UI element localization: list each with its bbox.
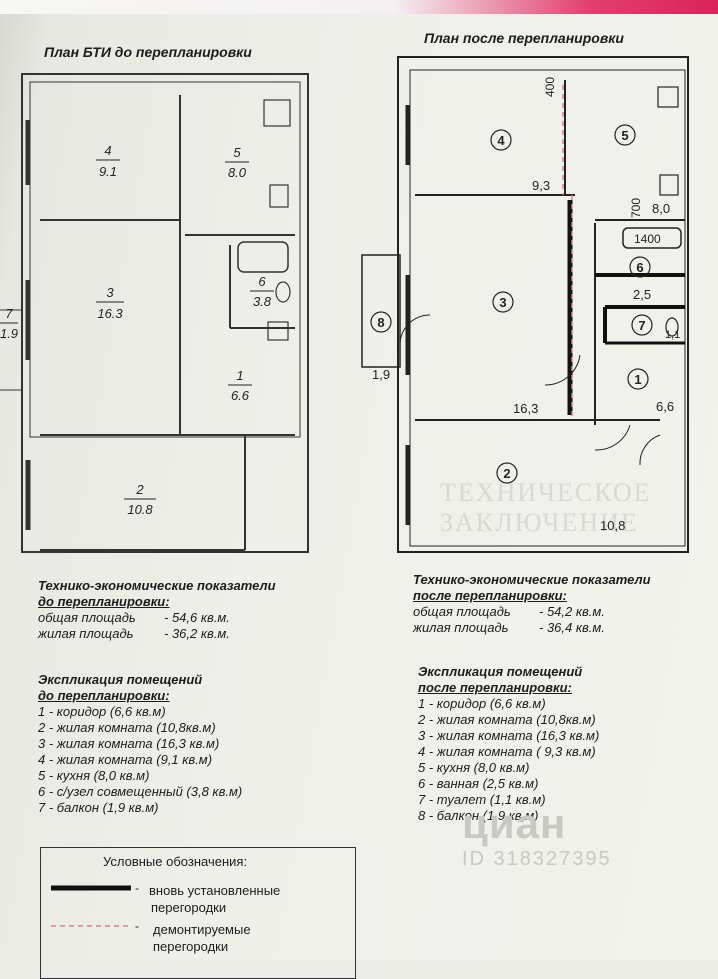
room-before-6-area: 3.8 xyxy=(253,294,272,309)
indicators-before-subheading: до перепланировки: xyxy=(38,594,170,609)
plan-after-title: План после перепланировки xyxy=(424,30,624,46)
room-before-7-num: 7 xyxy=(5,306,13,321)
list-item: 2 - жилая комната (10,8кв.м) xyxy=(418,712,596,727)
indicators-after: Технико-экономические показатели после п… xyxy=(413,572,651,636)
list-item: 4 - жилая комната ( 9,3 кв.м) xyxy=(418,744,596,759)
list-item: 1 - коридор (6,6 кв.м) xyxy=(38,704,166,719)
room-after-1-area: 6,6 xyxy=(656,399,674,414)
explication-before-subheading: до перепланировки: xyxy=(38,688,170,703)
room-after-1-num: 1 xyxy=(634,372,641,387)
indicator-label: жилая площадь xyxy=(38,626,134,641)
list-item: 7 - туалет (1,1 кв.м) xyxy=(418,792,546,807)
room-before-2-num: 2 xyxy=(135,482,144,497)
room-after-6-num: 6 xyxy=(636,260,643,275)
room-before-3-area: 16.3 xyxy=(97,306,123,321)
top-color-band xyxy=(0,0,718,14)
legend-item-1-line2: перегородки xyxy=(151,900,227,915)
room-before-1-area: 6.6 xyxy=(231,388,250,403)
floor-plan-after: 400 700 1400 4 9,3 5 8,0 6 2,5 7 1,1 8 1… xyxy=(361,56,689,553)
legend-item-2-line2: перегородки xyxy=(153,939,229,954)
room-after-5-area: 8,0 xyxy=(652,201,670,216)
indicator-value: - 54,6 кв.м. xyxy=(164,610,230,625)
explication-after-heading: Экспликация помещений xyxy=(418,664,583,679)
room-after-3-num: 3 xyxy=(499,295,506,310)
room-after-8-num: 8 xyxy=(377,315,384,330)
list-item: 6 - ванная (2,5 кв.м) xyxy=(418,776,539,791)
indicator-value: - 36,4 кв.м. xyxy=(539,620,605,635)
plan-before-title: План БТИ до перепланировки xyxy=(44,44,252,60)
explication-after: Экспликация помещений после перепланиров… xyxy=(418,664,599,824)
room-after-4-area: 9,3 xyxy=(532,178,550,193)
explication-before-heading: Экспликация помещений xyxy=(38,672,203,687)
list-item: 4 - жилая комната (9,1 кв.м) xyxy=(38,752,213,767)
svg-text:-: - xyxy=(135,919,139,933)
room-before-5-area: 8.0 xyxy=(228,165,247,180)
room-before-4-area: 9.1 xyxy=(99,164,117,179)
legend-symbols: - - xyxy=(51,881,139,933)
room-after-7-num: 7 xyxy=(638,318,645,333)
list-item: 6 - с/узел совмещенный (3,8 кв.м) xyxy=(38,784,243,799)
legend-title: Условные обозначения: xyxy=(103,854,248,869)
room-after-3-area: 16,3 xyxy=(513,401,538,416)
watermark-brand: циан xyxy=(462,800,567,847)
room-before-3-num: 3 xyxy=(106,285,114,300)
legend-item-1-line1: вновь установленные xyxy=(149,883,281,898)
dim-400: 400 xyxy=(543,77,557,97)
explication-after-subheading: после перепланировки: xyxy=(418,680,572,695)
indicators-before-heading: Технико-экономические показатели xyxy=(38,578,276,593)
room-after-2-area: 10,8 xyxy=(600,518,625,533)
indicators-after-subheading: после перепланировки: xyxy=(413,588,567,603)
room-after-8-area: 1,9 xyxy=(372,367,390,382)
indicators-before: Технико-экономические показатели до пере… xyxy=(38,578,276,642)
room-before-4-num: 4 xyxy=(104,143,111,158)
room-before-7-area: 1.9 xyxy=(0,326,18,341)
list-item: 5 - кухня (8,0 кв.м) xyxy=(418,760,530,775)
dim-700: 700 xyxy=(629,198,643,218)
room-before-2-area: 10.8 xyxy=(127,502,153,517)
list-item: 3 - жилая комната (16,3 кв.м) xyxy=(418,728,600,743)
indicator-label: общая площадь xyxy=(38,610,136,625)
indicator-label: общая площадь xyxy=(413,604,511,619)
explication-before: Экспликация помещений до перепланировки:… xyxy=(38,672,242,816)
indicator-label: жилая площадь xyxy=(413,620,509,635)
list-item: 8 - балкон (1,9 кв.м) xyxy=(418,808,539,823)
svg-text:-: - xyxy=(135,881,139,895)
document-sheet xyxy=(0,14,718,960)
floor-plan-before: 4 9.1 5 8.0 3 16.3 6 3.8 1 6.6 2 10.8 7 … xyxy=(0,73,309,553)
room-before-1-num: 1 xyxy=(236,368,243,383)
indicator-value: - 36,2 кв.м. xyxy=(164,626,230,641)
room-after-4-num: 4 xyxy=(497,133,505,148)
room-after-2-num: 2 xyxy=(503,466,510,481)
room-before-6-num: 6 xyxy=(258,274,266,289)
dim-1400: 1400 xyxy=(634,232,661,246)
room-after-7-area: 1,1 xyxy=(665,329,680,341)
room-after-6-area: 2,5 xyxy=(633,287,651,302)
room-before-5-num: 5 xyxy=(233,145,241,160)
list-item: 3 - жилая комната (16,3 кв.м) xyxy=(38,736,220,751)
indicator-value: - 54,2 кв.м. xyxy=(539,604,605,619)
list-item: 7 - балкон (1,9 кв.м) xyxy=(38,800,159,815)
list-item: 5 - кухня (8,0 кв.м) xyxy=(38,768,150,783)
watermark-id: ID 318327395 xyxy=(462,848,612,870)
legend-item-2-line1: демонтируемые xyxy=(153,922,251,937)
room-after-5-num: 5 xyxy=(621,128,628,143)
indicators-after-heading: Технико-экономические показатели xyxy=(413,572,651,587)
list-item: 2 - жилая комната (10,8кв.м) xyxy=(38,720,216,735)
list-item: 1 - коридор (6,6 кв.м) xyxy=(418,696,546,711)
legend-box: Условные обозначения: - - вновь установл… xyxy=(40,847,356,979)
background-heading: ТЕХНИЧЕСКОЕ ЗАКЛЮЧЕНИЕ xyxy=(440,478,652,537)
